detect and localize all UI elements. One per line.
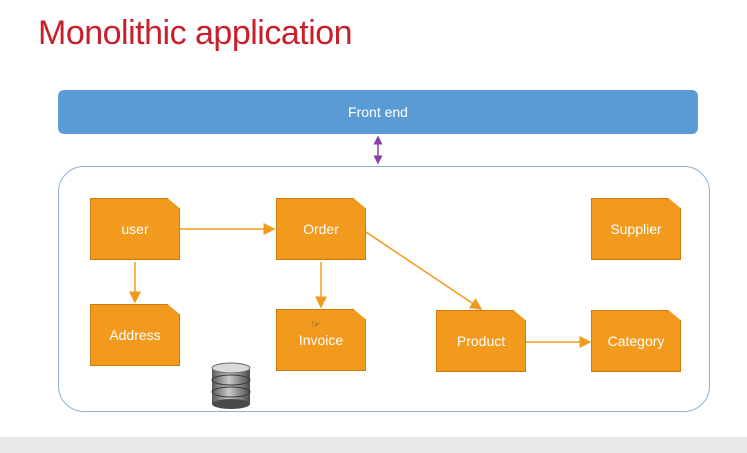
node-address-label: Address xyxy=(109,327,161,343)
node-order-label: Order xyxy=(303,221,339,237)
node-address: Address xyxy=(90,304,180,366)
node-user: user xyxy=(90,198,180,260)
node-product-label: Product xyxy=(456,333,506,349)
node-invoice-label: Invoice xyxy=(298,332,344,348)
database-icon xyxy=(211,362,251,409)
node-supplier-label: Supplier xyxy=(610,221,662,237)
node-supplier: Supplier xyxy=(591,198,681,260)
node-category-label: Category xyxy=(607,333,665,349)
node-order: Order xyxy=(276,198,366,260)
edge-order-product xyxy=(365,231,483,310)
node-product: Product xyxy=(436,310,526,372)
node-user-label: user xyxy=(121,221,149,237)
frontend-label: Front end xyxy=(348,104,408,120)
node-invoice: Invoice xyxy=(276,309,366,371)
frontend-bar: Front end xyxy=(58,90,698,134)
mouse-cursor-icon: ☞ xyxy=(311,319,321,331)
footer-bar xyxy=(0,437,747,453)
node-category: Category xyxy=(591,310,681,372)
slide-title: Monolithic application xyxy=(38,14,353,52)
